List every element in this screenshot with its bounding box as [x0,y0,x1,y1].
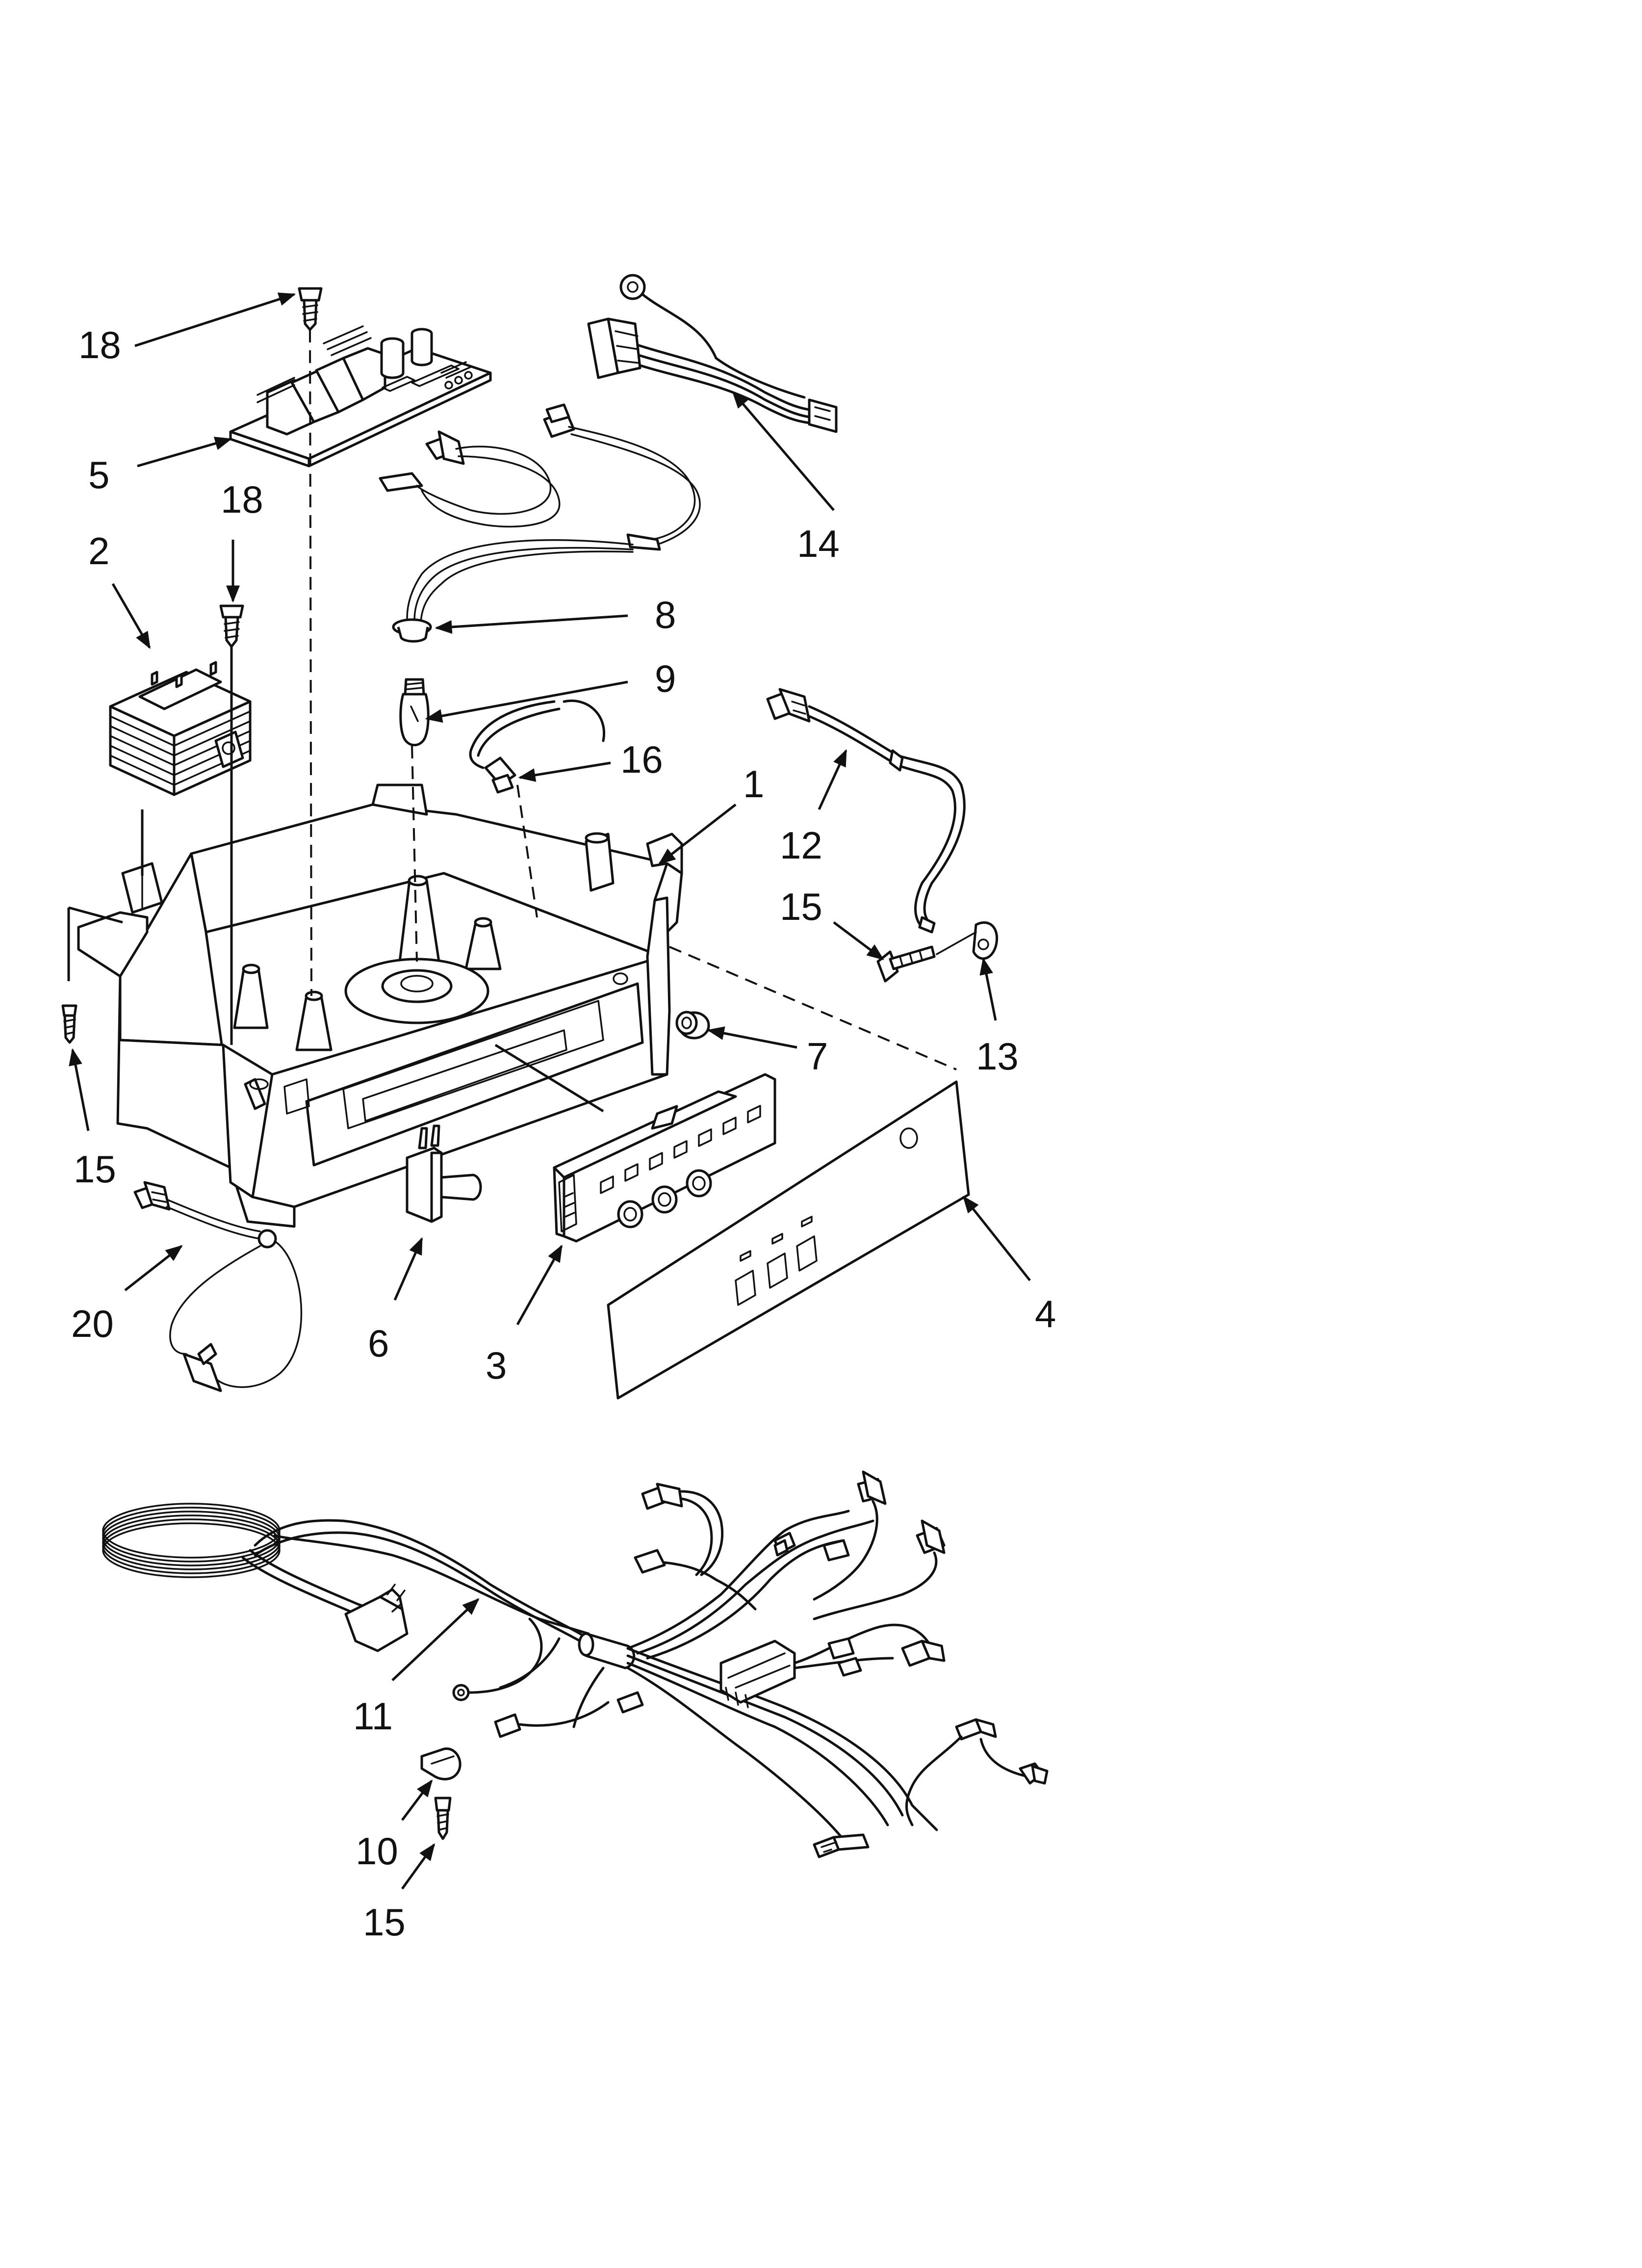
part-18-screw-top [298,287,323,331]
part-10-clamp [420,1747,462,1781]
part-15-screw-left [61,1004,77,1044]
part-9-bulb [399,678,430,747]
callout-13: 13 [976,1035,1019,1078]
callout-12: 12 [780,824,822,867]
callout-7: 7 [807,1035,828,1078]
part-4-front-overlay [607,1080,970,1400]
part-1-base-housing [77,783,683,1228]
callout-3: 3 [486,1344,507,1387]
part-6-switch [406,1124,482,1223]
part-15-screw-right [876,945,936,983]
assembly-lines [67,329,957,1113]
part-14-wire-harness [587,274,838,433]
callout-4: 4 [1035,1292,1056,1335]
part-15-screw-bottom [434,1797,452,1840]
part-11-main-harness [102,1470,1049,1858]
part-2-transformer [109,661,252,796]
callout-1: 1 [743,762,764,806]
part-18-screw-middle [219,604,244,648]
callout-15-bottom: 15 [363,1901,406,1944]
callout-5: 5 [88,453,109,496]
part-5-control-board [229,325,492,468]
part-8-sensor-wires [379,403,701,643]
callout-8: 8 [655,593,676,636]
callout-9: 9 [655,657,676,700]
part-12-wire-lead [766,688,966,934]
part-3-control-bracket [553,1073,776,1243]
part-7-grommet [675,1011,710,1040]
callout-leaders [69,292,1031,1890]
part-20-wire-lead [133,1181,303,1392]
callout-15-right: 15 [780,885,822,928]
callout-6: 6 [368,1322,389,1365]
callout-11: 11 [353,1694,393,1738]
callout-18-middle: 18 [221,478,263,521]
part-16-thermistor [469,700,605,794]
callout-labels: 18 5 18 2 14 8 9 16 1 12 15 13 7 15 4 20… [71,323,1056,1944]
part-13-clamp [936,921,999,960]
callout-10: 10 [356,1829,398,1873]
callout-20: 20 [71,1302,114,1345]
callout-16: 16 [620,738,663,781]
callout-18-top: 18 [78,323,121,366]
callout-15-left: 15 [74,1147,116,1191]
callout-2: 2 [88,529,109,573]
callout-14: 14 [797,522,840,565]
